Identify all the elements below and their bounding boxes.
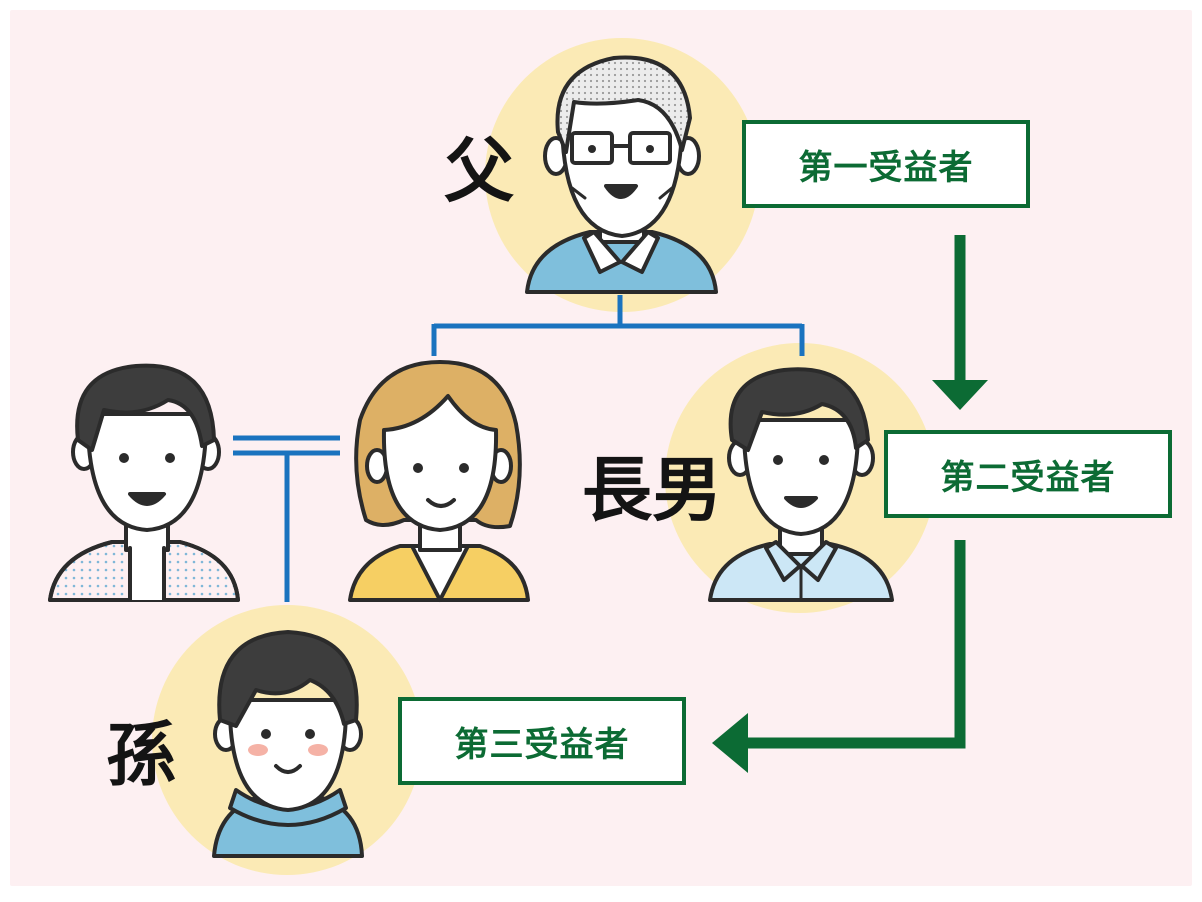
second-beneficiary-box: 第二受益者 — [884, 430, 1172, 518]
eldest-son-label: 長男 — [582, 449, 722, 531]
father-label: 父 — [444, 130, 514, 212]
grandfather-glasses-avatar — [525, 55, 718, 294]
child-avatar — [212, 630, 364, 858]
young-man-avatar — [708, 367, 894, 602]
third-beneficiary-box: 第三受益者 — [398, 697, 686, 785]
arrow-second-to-third — [740, 540, 966, 749]
first-beneficiary-box: 第一受益者 — [742, 120, 1030, 208]
beneficiary-flow-arrows — [712, 235, 988, 773]
family-lines — [233, 295, 805, 602]
woman-avatar — [348, 360, 530, 602]
grandchild-label: 孫 — [106, 714, 176, 796]
man-avatar — [48, 363, 240, 602]
